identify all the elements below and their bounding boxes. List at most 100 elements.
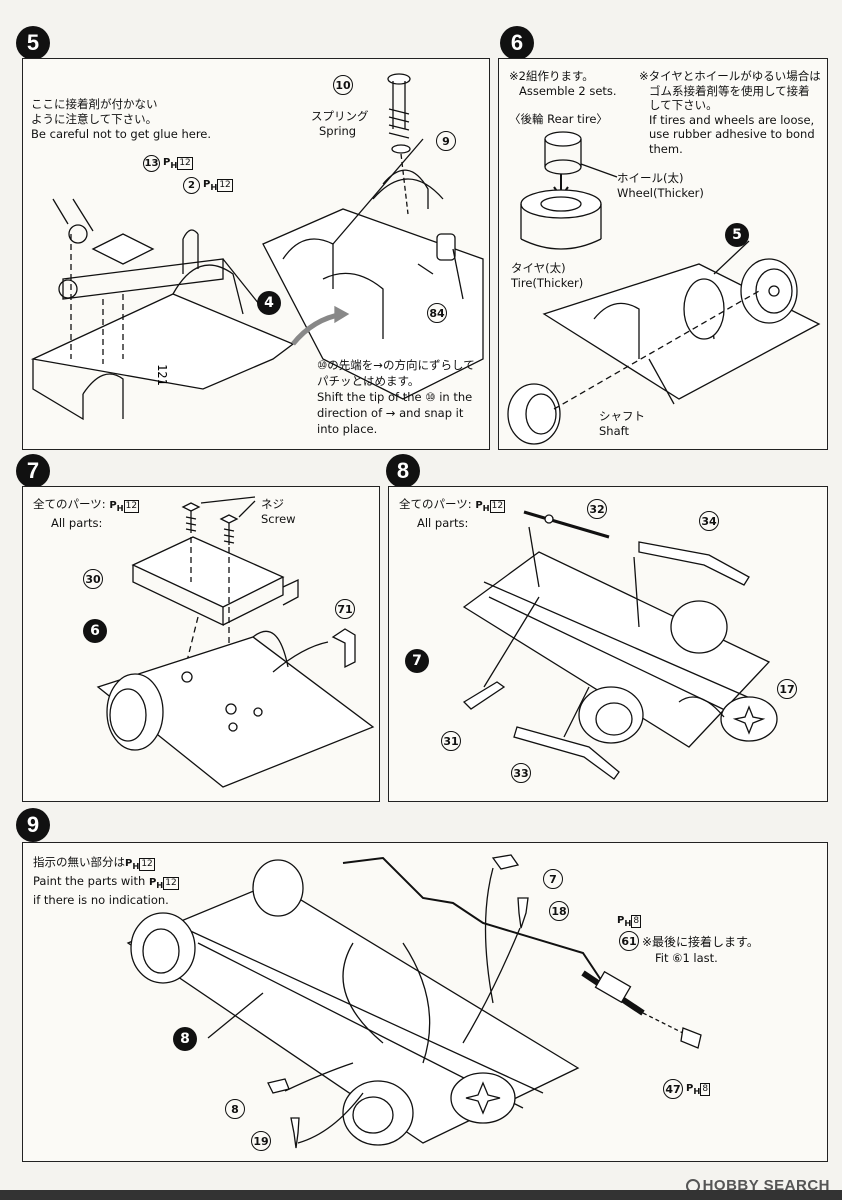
step-9-paint-code-jp-value: 12 — [139, 858, 155, 871]
part-19-number: 19 — [251, 1131, 271, 1151]
part-71-number: 71 — [335, 599, 355, 619]
glue-warning-en: Be careful not to get glue here. — [31, 127, 212, 141]
step-7-paint-code-value: 12 — [123, 500, 140, 513]
part-2-number: 2 — [183, 177, 200, 194]
snap-instruction: ⑩の先端を→の方向にずらして パチッとはめます。 Shift the tip o… — [317, 357, 475, 437]
part-47-paint-code-value: 8 — [700, 1082, 711, 1096]
part-47-number: 47 — [663, 1079, 683, 1099]
part-18-callout: 18 — [549, 901, 569, 921]
part-61-number: 61 — [619, 931, 639, 951]
watermark-text: HOBBY SEARCH — [702, 1177, 830, 1194]
screw-label-en: Screw — [261, 512, 296, 526]
step-8-ref: 8 — [173, 1027, 197, 1051]
step-5-illustration: 121 — [30, 73, 484, 421]
loose-tire-jp-2: ゴム系接着剤等を使用して接着 — [649, 83, 810, 98]
part-13-number: 13 — [143, 155, 160, 172]
assemble-sets-note: ※2組作ります。 Assemble 2 sets. — [509, 69, 617, 99]
step-8-ref-callout: 8 — [173, 1027, 197, 1051]
step-6-panel: ※2組作ります。 Assemble 2 sets. ※タイヤとホイールがゆるい場… — [498, 58, 828, 450]
shaft-label-jp: シャフト — [599, 409, 645, 423]
part-7-callout: 7 — [543, 869, 563, 889]
loose-tire-en-2: use rubber adhesive to bond — [649, 127, 815, 141]
step-7-ref-callout: 7 — [405, 649, 429, 673]
snap-instruction-jp-2: パチッとはめます。 — [317, 374, 420, 388]
step-6-ref: 6 — [83, 619, 107, 643]
paint-code-13-value: 12 — [177, 157, 193, 170]
part-30-callout: 30 — [83, 569, 103, 589]
loose-tire-note: ※タイヤとホイールがゆるい場合は ゴム系接着剤等を使用して接着 して下さい。 I… — [639, 69, 821, 156]
assemble-sets-jp: ※2組作ります。 — [509, 69, 594, 83]
spring-label-en: Spring — [319, 124, 357, 138]
rear-tire-heading: 〈後輪 Rear tire〉 — [509, 112, 608, 126]
step-9-number: 9 — [16, 808, 50, 842]
part-33-callout: 33 — [511, 763, 531, 783]
screw-label-jp: ネジ — [261, 497, 284, 511]
part-10-callout: 10 — [333, 75, 353, 95]
step-9-paint-note-jp: 指示の無い部分は — [33, 855, 125, 869]
snap-instruction-en-3: into place. — [317, 422, 378, 436]
part-31-callout: 31 — [441, 731, 461, 751]
part-61-paint-code-value: 8 — [631, 915, 642, 928]
part-18-number: 18 — [549, 901, 569, 921]
step-9-paint-code-en-value: 12 — [163, 877, 179, 890]
tire-label: タイヤ(太) Tire(Thicker) — [511, 261, 583, 291]
assemble-sets-en: Assemble 2 sets. — [519, 84, 617, 98]
shaft-label: シャフト Shaft — [599, 409, 645, 439]
screw-label: ネジ Screw — [261, 497, 296, 527]
part-8-callout: 8 — [225, 1099, 245, 1119]
part-9-number: 9 — [436, 131, 456, 151]
snap-instruction-en-2: direction of → and snap it — [317, 406, 464, 420]
page-bottom-edge — [0, 1190, 842, 1200]
step-7-all-parts-jp: 全てのパーツ: — [33, 497, 106, 511]
step-7-all-parts-en: All parts: — [51, 516, 103, 530]
part-31-number: 31 — [441, 731, 461, 751]
glue-warning-jp-1: ここに接着剤が付かない — [31, 97, 158, 111]
loose-tire-en-3: them. — [649, 141, 683, 156]
step-9-illustration — [126, 854, 702, 1149]
glue-warning-note: ここに接着剤が付かない ように注意して下さい。 Be careful not t… — [31, 97, 211, 142]
wheel-label: ホイール(太) Wheel(Thicker) — [617, 171, 704, 201]
part-33-number: 33 — [511, 763, 531, 783]
step-7-ref: 7 — [405, 649, 429, 673]
paint-code-2-value: 12 — [217, 179, 233, 192]
step-5-ref-callout: 5 — [725, 223, 749, 247]
step-8-all-parts-en: All parts: — [417, 516, 469, 530]
part-4-callout: 4 — [257, 291, 281, 315]
spring-label-jp: スプリング — [311, 109, 369, 123]
part-32-number: 32 — [587, 499, 607, 519]
step-8-paint-code-value: 12 — [489, 500, 506, 513]
part-9-callout: 9 — [436, 131, 456, 151]
snap-instruction-en-1: Shift the tip of the ⑩ in the — [317, 390, 473, 404]
part-84-callout: 84 — [427, 303, 447, 323]
step-6-number: 6 — [500, 26, 534, 60]
stamp-121: 121 — [155, 364, 169, 386]
step-5-panel: 121 ここに接着剤が付かない ように注意して下さい。 Be careful n… — [22, 58, 490, 450]
part-10-number: 10 — [333, 75, 353, 95]
step-9-paint-note-en2: if there is no indication. — [33, 893, 169, 907]
step-6-illustration — [507, 131, 821, 445]
loose-tire-en-1: If tires and wheels are loose, — [649, 112, 815, 127]
part-17-number: 17 — [777, 679, 797, 699]
part-34-number: 34 — [699, 511, 719, 531]
part-4-ref: 4 — [257, 291, 281, 315]
step-8-all-parts-jp: 全てのパーツ: — [399, 497, 472, 511]
tire-label-en: Tire(Thicker) — [511, 276, 584, 290]
loose-tire-jp-1: ※タイヤとホイールがゆるい場合は — [639, 69, 821, 83]
step-8-illustration — [462, 510, 778, 780]
part-32-callout: 32 — [587, 499, 607, 519]
